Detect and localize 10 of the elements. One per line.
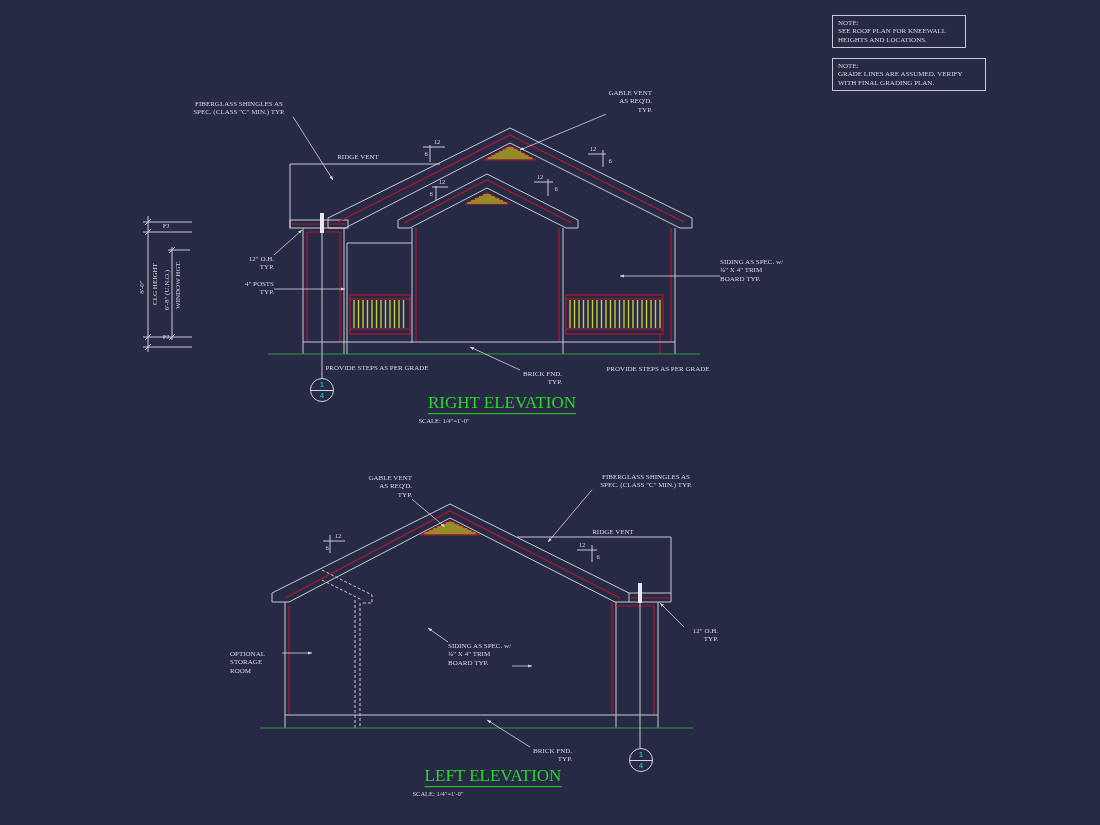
note-box [832,58,986,92]
section-marker [310,378,334,402]
detail-number: 1 [318,379,326,390]
section-marker [629,748,653,772]
detail-number: 1 [637,749,645,760]
sheet-number: 4 [630,759,652,771]
view-title: LEFT ELEVATION [424,767,562,787]
sheet-number: 4 [311,389,333,401]
note-box [832,15,966,49]
view-title: RIGHT ELEVATION [427,394,577,414]
